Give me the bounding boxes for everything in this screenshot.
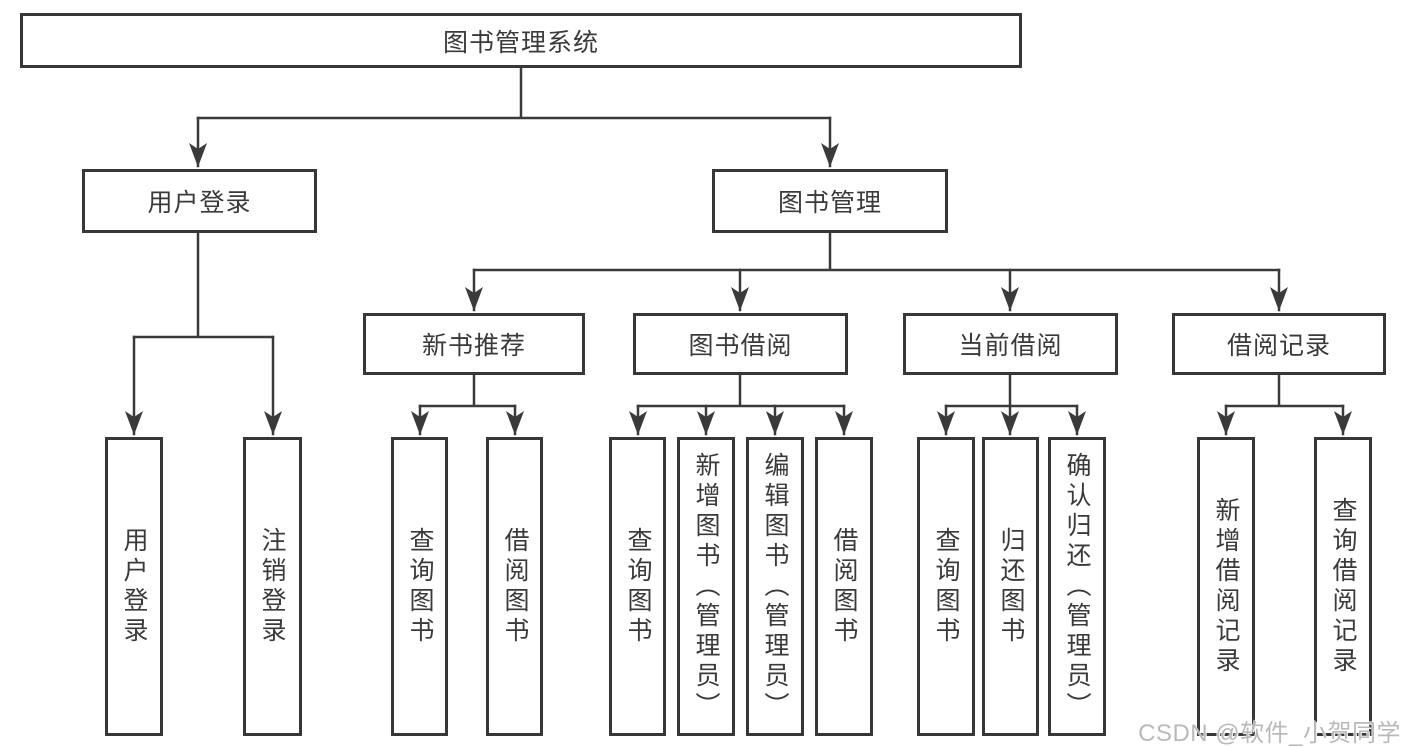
connector-new-book-split <box>411 373 524 436</box>
node-borrowing-records: 借阅记录 <box>1172 313 1386 375</box>
connector-current-borrow-split <box>937 373 1086 436</box>
leaf-add-books-admin: 新增图书（管理员） <box>677 437 735 736</box>
connector-borrow-records-split <box>1217 373 1352 436</box>
leaf-user-login: 用户登录 <box>105 437 163 736</box>
leaf-borrow-books: 借阅图书 <box>815 437 873 736</box>
leaf-query-borrow-record: 查询借阅记录 <box>1314 437 1372 736</box>
node-book-management: 图书管理 <box>712 169 948 233</box>
watermark-text: CSDN @软件_小贺同学 <box>1138 720 1401 747</box>
leaf-confirm-return-admin: 确认归还（管理员） <box>1048 437 1106 736</box>
node-user-login: 用户登录 <box>82 169 317 233</box>
leaf-logout-login: 注销登录 <box>243 437 302 736</box>
leaf-borrow-books-recommend: 借阅图书 <box>486 437 543 736</box>
node-book-borrowing: 图书借阅 <box>633 313 848 375</box>
node-new-book-recommendation: 新书推荐 <box>363 313 585 375</box>
leaf-edit-books-admin: 编辑图书（管理员） <box>746 437 804 736</box>
node-current-borrowing: 当前借阅 <box>903 313 1118 375</box>
leaf-return-books: 归还图书 <box>982 437 1039 736</box>
leaf-query-books-borrow: 查询图书 <box>609 437 666 736</box>
leaf-query-books-current: 查询图书 <box>917 437 975 736</box>
leaf-query-books-recommend: 查询图书 <box>391 437 448 736</box>
node-library-management-system: 图书管理系统 <box>20 13 1022 68</box>
connector-book-management-split <box>465 231 1288 312</box>
connector-user-login-split <box>125 231 282 436</box>
leaf-add-borrow-record: 新增借阅记录 <box>1197 437 1255 736</box>
connector-root-split <box>189 66 839 168</box>
connector-book-borrow-split <box>629 373 853 436</box>
